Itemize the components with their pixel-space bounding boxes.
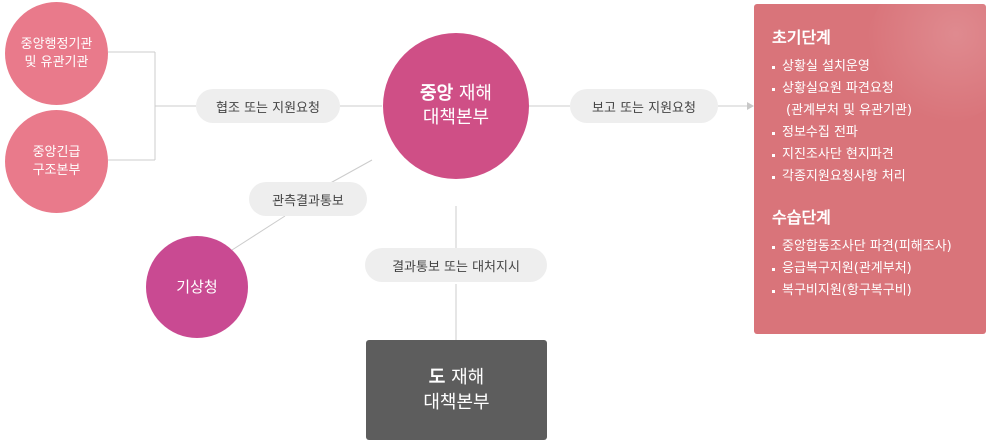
arrow-right-icon [747,102,754,110]
list-item-sub: (관계부처 및 유관기관) [786,103,913,118]
list-item: 상황실요원 파견요청 (관계부처 및 유관기관) [772,78,976,122]
edge-result-notice-label: 결과통보 또는 대처지시 [365,248,547,282]
node-central-hq-line1: 중앙 재해 [420,82,492,106]
stage-recovery-title: 수습단계 [772,208,831,227]
node-central-rescue: 중앙긴급 구조본부 [5,110,108,213]
node-central-hq: 중앙 재해 대책본부 [383,33,529,179]
node-central-hq-line2: 대책본부 [422,107,490,128]
connector-hq-to-observation [324,159,373,187]
node-central-ministries: 중앙행정기관 및 유관기관 [5,2,108,105]
list-item: 응급복구지원(관계부처) [772,258,976,280]
list-item-text: 상황실요원 파견요청 [782,81,894,96]
node-province-hq-rest: 재해 [445,366,485,388]
connector-observation-to-weather [231,215,286,251]
list-item: 각종지원요청사항 처리 [772,166,976,188]
node-weather-label: 기상청 [176,277,218,296]
node-central-hq-bold: 중앙 [420,82,454,104]
node-central-rescue-line1: 중앙긴급 [32,144,81,160]
edge-report-label: 보고 또는 지원요청 [570,89,718,123]
node-central-ministries-line1: 중앙행정기관 [20,36,93,52]
node-province-hq-line2: 대책본부 [423,392,490,413]
list-item: 복구비지원(항구복구비) [772,280,976,302]
list-item: 정보수집 전파 [772,122,976,144]
node-province-hq-line1: 도 재해 [429,365,484,390]
stage-recovery-list: 중앙합동조사단 파견(피해조사) 응급복구지원(관계부처) 복구비지원(항구복구… [772,236,976,302]
edge-observation-label: 관측결과통보 [249,182,367,216]
list-item: 중앙합동조사단 파견(피해조사) [772,236,976,258]
node-province-hq: 도 재해 대책본부 [366,340,547,440]
node-province-hq-bold: 도 [428,366,446,388]
list-item: 상황실 설치운영 [772,56,976,78]
list-item: 지진조사단 현지파견 [772,144,976,166]
stage-initial-title: 초기단계 [772,28,831,47]
stages-panel: 초기단계 상황실 설치운영 상황실요원 파견요청 (관계부처 및 유관기관) 정보… [754,4,986,334]
stage-initial-list: 상황실 설치운영 상황실요원 파견요청 (관계부처 및 유관기관) 정보수집 전파… [772,56,976,188]
node-weather: 기상청 [146,236,248,338]
node-central-ministries-line2: 및 유관기관 [24,54,89,70]
node-central-rescue-line2: 구조본부 [32,162,81,178]
edge-cooperation-label: 협조 또는 지원요청 [196,89,340,123]
node-central-hq-rest: 재해 [453,82,492,104]
